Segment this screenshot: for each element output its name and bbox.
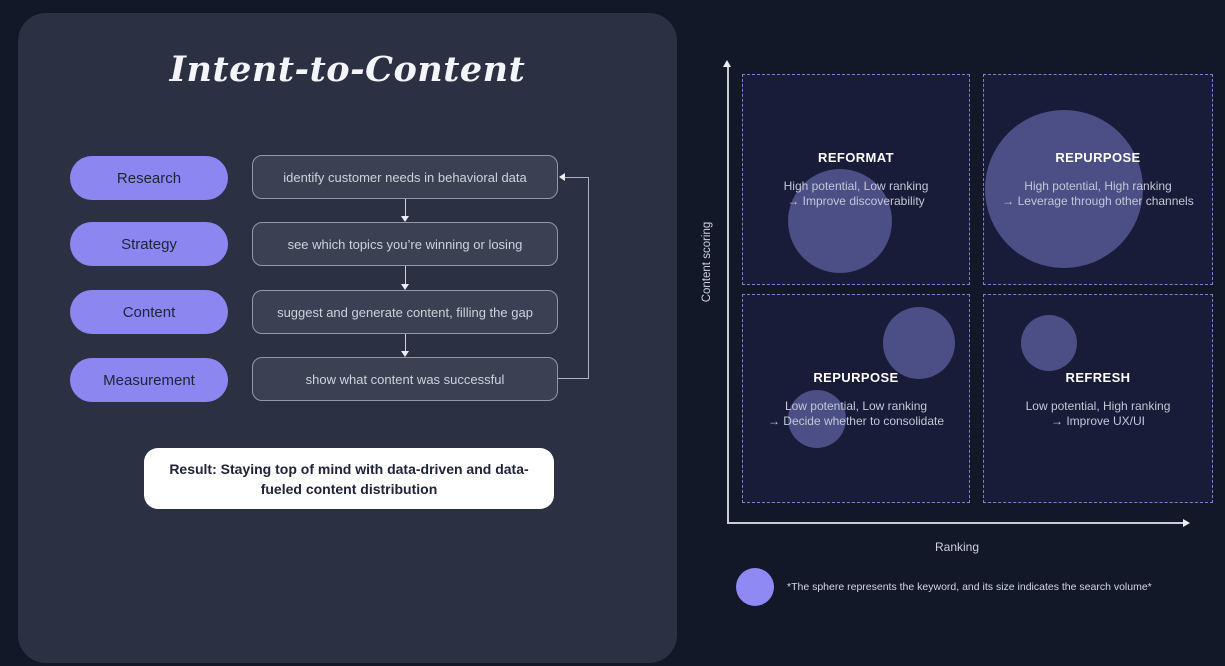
- flow-box-measurement: show what content was successful: [252, 357, 558, 401]
- keyword-sphere: [883, 307, 955, 379]
- arrow-right-icon: [1183, 519, 1190, 527]
- y-axis: [727, 66, 729, 523]
- keyword-sphere: [985, 110, 1143, 268]
- y-axis-label: Content scoring: [701, 221, 713, 303]
- stage-pill-strategy: Strategy: [70, 222, 228, 266]
- arrow-up-icon: [723, 60, 731, 67]
- page-title: Intent-to-Content: [169, 49, 526, 90]
- stage-pill-research: Research: [70, 156, 228, 200]
- connector-line: [405, 266, 406, 285]
- quadrant-title: REFORMAT: [818, 150, 894, 165]
- x-axis-label: Ranking: [934, 540, 980, 554]
- intent-to-content-panel: Intent-to-Content: [18, 13, 677, 663]
- feedback-line: [564, 177, 589, 178]
- keyword-sphere: [1021, 315, 1077, 371]
- quadrant-top-right: REPURPOSE High potential, High ranking →…: [983, 74, 1213, 285]
- quadrant-title: REFRESH: [1065, 370, 1131, 385]
- quadrant-line2: → Improve UX/UI: [1050, 414, 1146, 428]
- quadrant-top-left: REFORMAT High potential, Low ranking → I…: [742, 74, 970, 285]
- flow-box-content: suggest and generate content, filling th…: [252, 290, 558, 334]
- stage-pill-label: Research: [116, 169, 182, 187]
- quadrant-bottom-right: REFRESH Low potential, High ranking → Im…: [983, 294, 1213, 503]
- result-card: Result: Staying top of mind with data-dr…: [144, 448, 554, 509]
- quadrant-text: REPURPOSE Low potential, Low ranking → D…: [743, 370, 969, 429]
- quadrant-text: REFORMAT High potential, Low ranking → I…: [743, 150, 969, 209]
- quadrant-line2: → Improve discoverability: [787, 194, 925, 208]
- quadrant-line1: High potential, High ranking: [1024, 179, 1172, 193]
- flow-box-text: identify customer needs in behavioral da…: [283, 169, 527, 185]
- quadrant-title: REPURPOSE: [1055, 150, 1141, 165]
- quadrant-line1: Low potential, Low ranking: [784, 399, 928, 413]
- stage-pill-label: Strategy: [121, 235, 177, 253]
- flow-box-text: suggest and generate content, filling th…: [277, 304, 533, 320]
- arrow-down-icon: [401, 216, 409, 222]
- quadrant-text: REFRESH Low potential, High ranking → Im…: [984, 370, 1212, 429]
- arrow-down-icon: [401, 284, 409, 290]
- quadrant-line2: → Decide whether to consolidate: [767, 414, 945, 428]
- arrow-down-icon: [401, 351, 409, 357]
- quadrant-bottom-left: REPURPOSE Low potential, Low ranking → D…: [742, 294, 970, 503]
- quadrant-line1: High potential, Low ranking: [783, 179, 929, 193]
- flow-box-text: see which topics you’re winning or losin…: [287, 236, 523, 252]
- quadrant-text: REPURPOSE High potential, High ranking →…: [984, 150, 1212, 209]
- quadrant-line2: → Leverage through other channels: [1002, 194, 1194, 208]
- result-text: Result: Staying top of mind with data-dr…: [169, 460, 529, 497]
- flow-box-strategy: see which topics you’re winning or losin…: [252, 222, 558, 266]
- x-axis: [727, 522, 1183, 524]
- stage-pill-label: Content: [122, 303, 176, 321]
- keyword-sphere: [788, 169, 892, 273]
- legend-sphere-icon: [736, 568, 774, 606]
- feedback-line: [558, 378, 589, 379]
- stage-pill-label: Measurement: [103, 371, 195, 389]
- legend-footnote: *The sphere represents the keyword, and …: [787, 581, 1152, 593]
- quadrant-line1: Low potential, High ranking: [1025, 399, 1171, 413]
- flow-box-research: identify customer needs in behavioral da…: [252, 155, 558, 199]
- stage-pill-measurement: Measurement: [70, 358, 228, 402]
- quadrant-title: REPURPOSE: [813, 370, 899, 385]
- arrow-left-icon: [559, 173, 565, 181]
- feedback-line: [588, 177, 589, 379]
- flow-box-text: show what content was successful: [305, 371, 505, 387]
- connector-line: [405, 199, 406, 217]
- keyword-sphere: [788, 390, 846, 448]
- stage-pill-content: Content: [70, 290, 228, 334]
- connector-line: [405, 334, 406, 352]
